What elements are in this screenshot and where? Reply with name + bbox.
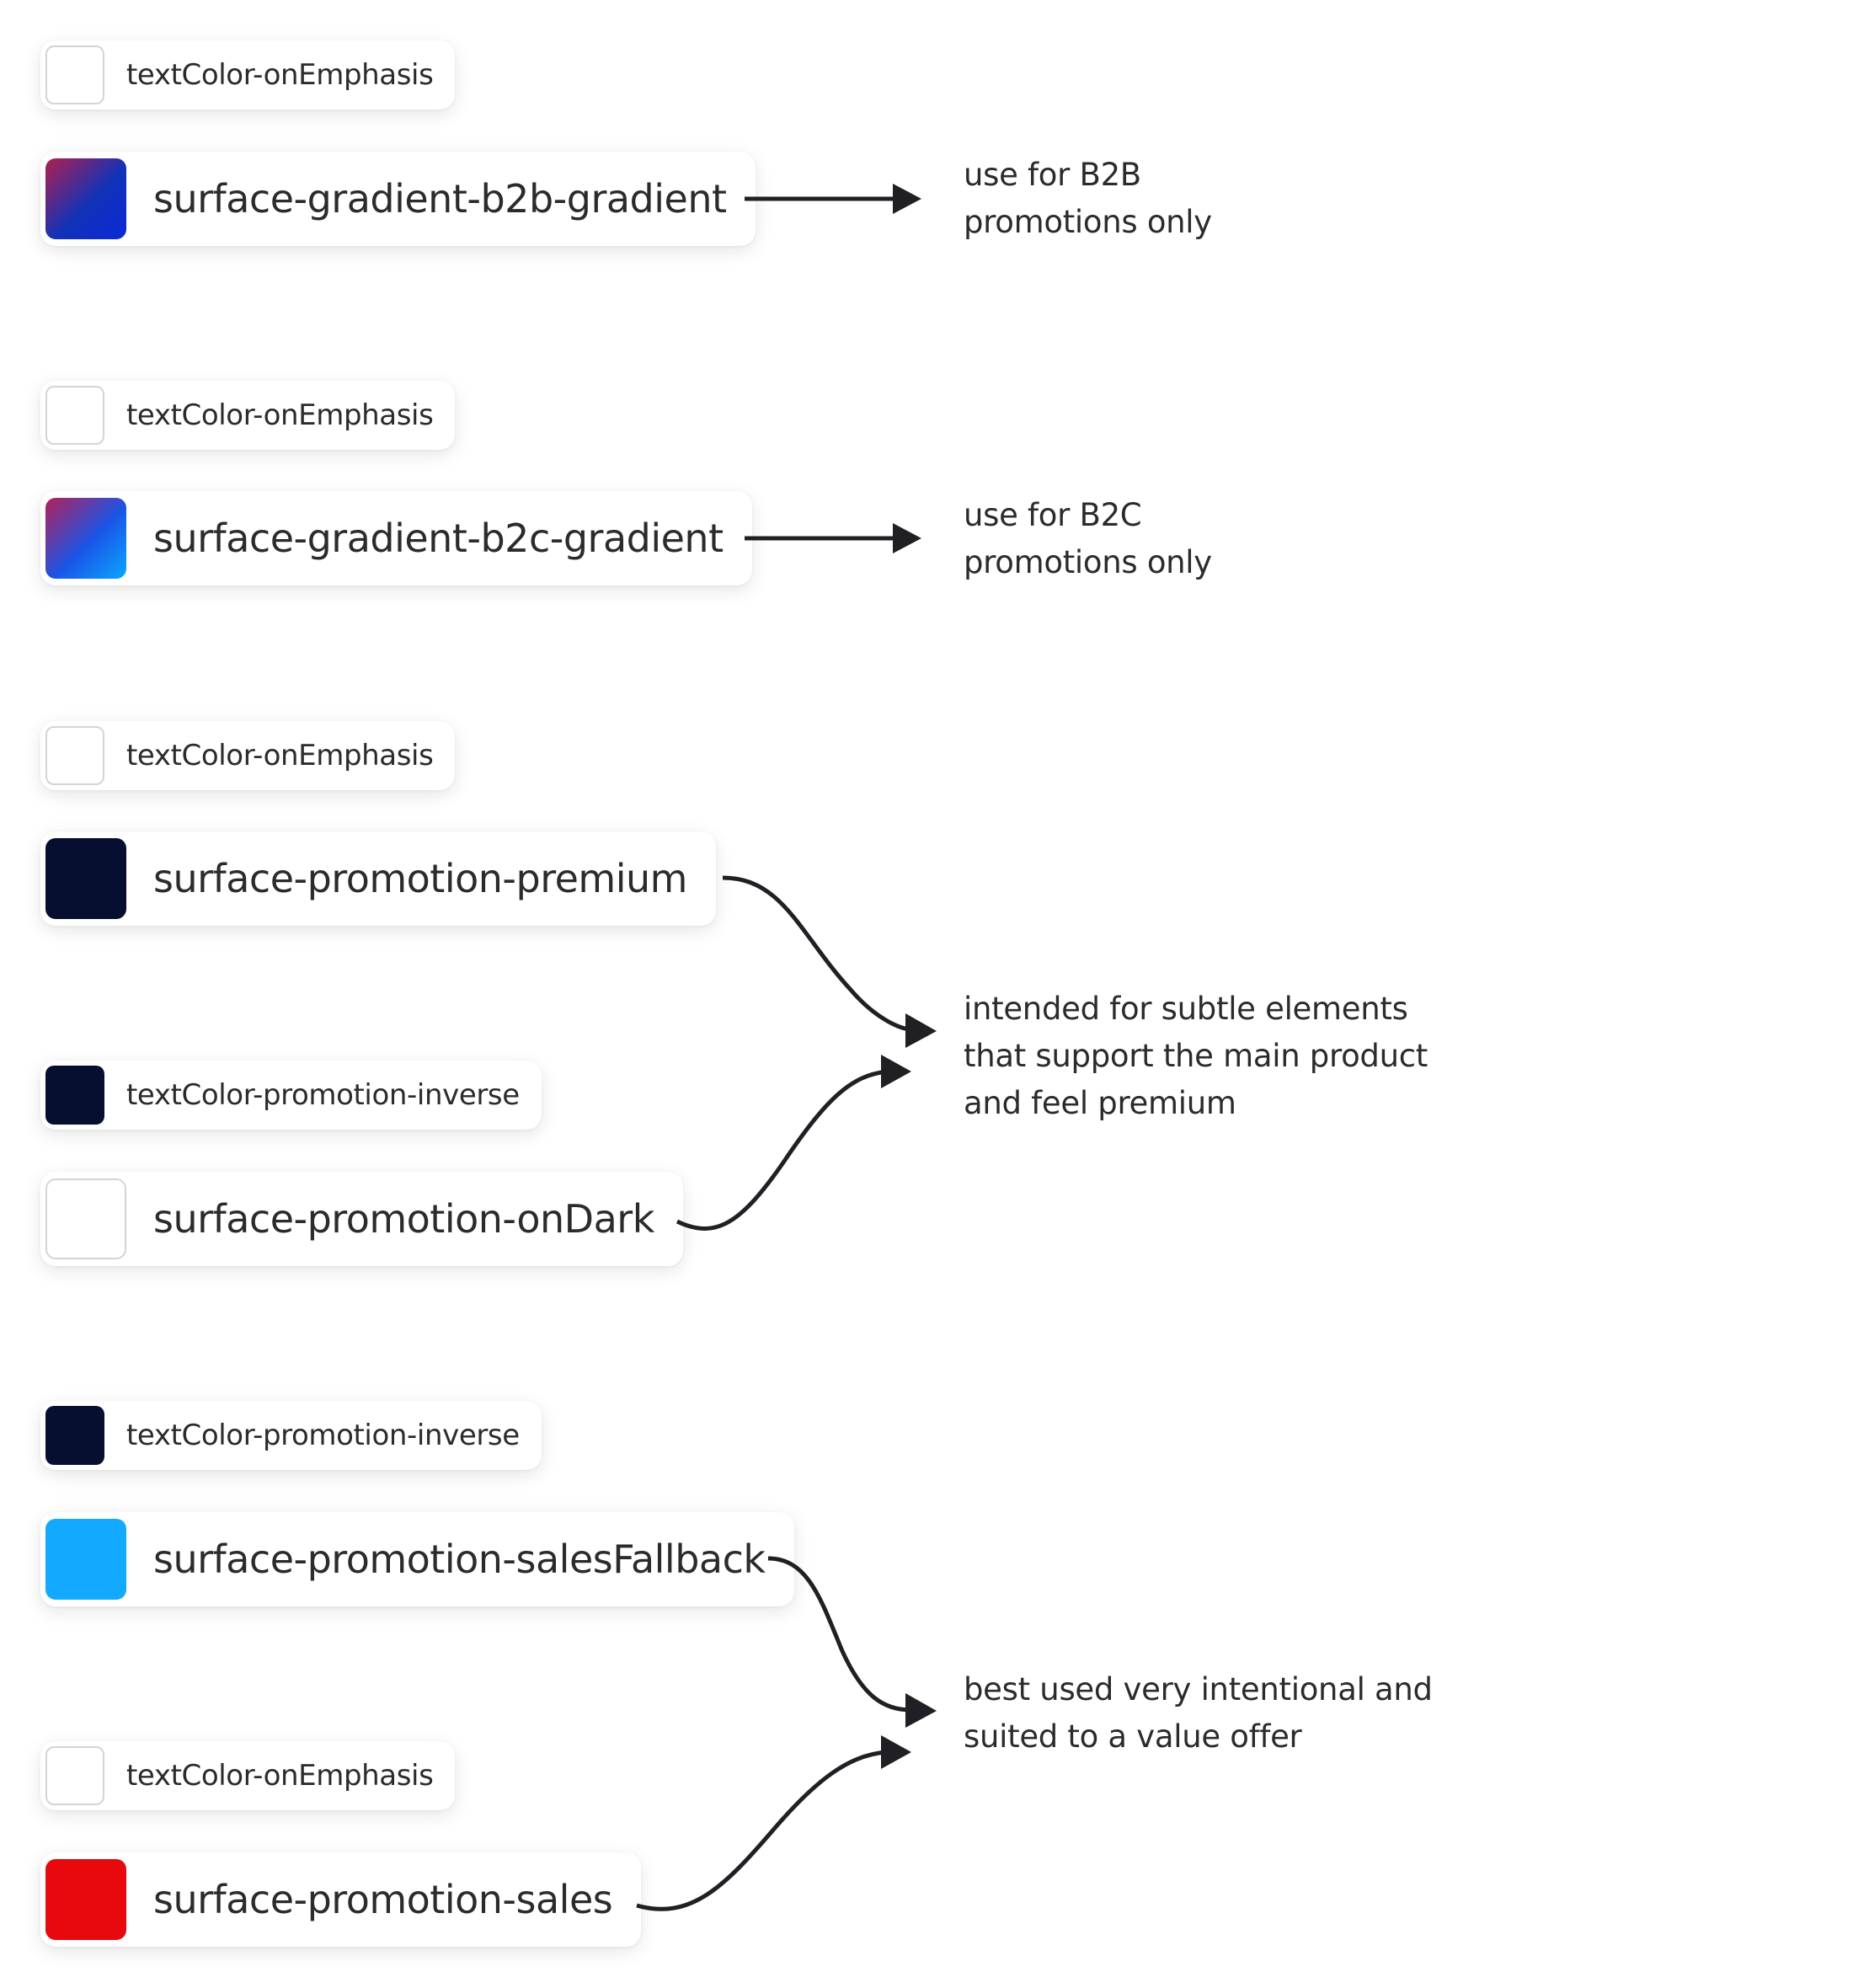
token-label: surface-gradient-b2c-gradient — [153, 516, 724, 561]
arrow-premium-head — [905, 1013, 937, 1048]
note-line: and feel premium — [964, 1085, 1236, 1121]
color-swatch — [45, 838, 126, 919]
color-swatch — [45, 726, 104, 785]
note-line: that support the main product — [964, 1038, 1428, 1074]
color-swatch — [45, 386, 104, 445]
token-label: textColor-promotion-inverse — [126, 1419, 520, 1452]
token-chip-text-onEmphasis-sales: textColor-onEmphasis — [40, 1741, 456, 1810]
note-line: intended for subtle elements — [964, 991, 1408, 1027]
token-label: textColor-onEmphasis — [126, 58, 434, 92]
note-b2c: use for B2C promotions only — [964, 492, 1212, 586]
token-label: surface-promotion-premium — [153, 856, 687, 901]
arrow-b2b-head — [893, 184, 921, 214]
token-chip-text-onEmphasis-b2b: textColor-onEmphasis — [40, 40, 456, 110]
note-sales: best used very intentional and suited to… — [964, 1666, 1433, 1761]
token-chip-text-onEmphasis-b2c: textColor-onEmphasis — [40, 381, 456, 450]
token-chip-surface-promotion-premium: surface-promotion-premium — [40, 831, 716, 926]
token-chip-surface-promotion-sales: surface-promotion-sales — [40, 1852, 642, 1947]
note-line: use for B2C — [964, 497, 1142, 533]
token-label: surface-promotion-sales — [153, 1877, 613, 1922]
note-line: promotions only — [964, 204, 1212, 240]
note-line: use for B2B — [964, 157, 1141, 193]
note-line: promotions only — [964, 544, 1212, 580]
arrow-ondark-curve — [676, 1069, 889, 1231]
arrow-salesfallback-head — [905, 1693, 937, 1728]
token-label: textColor-onEmphasis — [126, 1759, 434, 1793]
arrow-ondark-head — [881, 1055, 911, 1088]
color-swatch — [45, 1746, 104, 1805]
arrow-premium-curve — [722, 875, 912, 1032]
token-chip-text-promotion-inverse-salesfallback: textColor-promotion-inverse — [40, 1401, 542, 1470]
token-label: textColor-onEmphasis — [126, 739, 434, 772]
token-chip-surface-promotion-ondark: surface-promotion-onDark — [40, 1172, 683, 1266]
token-chip-surface-promotion-salesfallback: surface-promotion-salesFallback — [40, 1512, 794, 1606]
color-swatch — [45, 1406, 104, 1465]
arrow-sales-head — [881, 1735, 911, 1769]
color-swatch — [45, 45, 104, 104]
token-chip-text-promotion-inverse-ondark: textColor-promotion-inverse — [40, 1061, 542, 1130]
color-swatch — [45, 1859, 126, 1940]
color-swatch — [45, 1178, 126, 1259]
color-swatch — [45, 1519, 126, 1600]
color-swatch — [45, 1066, 104, 1125]
note-b2b: use for B2B promotions only — [964, 152, 1212, 246]
token-chip-surface-gradient-b2c: surface-gradient-b2c-gradient — [40, 491, 752, 585]
gradient-swatch — [45, 158, 126, 239]
arrow-b2c-head — [893, 523, 921, 553]
token-label: surface-promotion-onDark — [153, 1196, 654, 1242]
token-label: surface-promotion-salesFallback — [153, 1536, 766, 1582]
gradient-swatch — [45, 498, 126, 579]
token-label: textColor-promotion-inverse — [126, 1078, 520, 1112]
token-chip-surface-gradient-b2b: surface-gradient-b2b-gradient — [40, 152, 756, 246]
note-line: suited to a value offer — [964, 1718, 1302, 1755]
token-chip-text-onEmphasis-premium: textColor-onEmphasis — [40, 721, 456, 790]
token-label: textColor-onEmphasis — [126, 398, 434, 432]
note-line: best used very intentional and — [964, 1671, 1433, 1707]
arrow-sales-curve — [636, 1750, 889, 1911]
note-premium: intended for subtle elements that suppor… — [964, 986, 1428, 1127]
token-label: surface-gradient-b2b-gradient — [153, 176, 727, 222]
